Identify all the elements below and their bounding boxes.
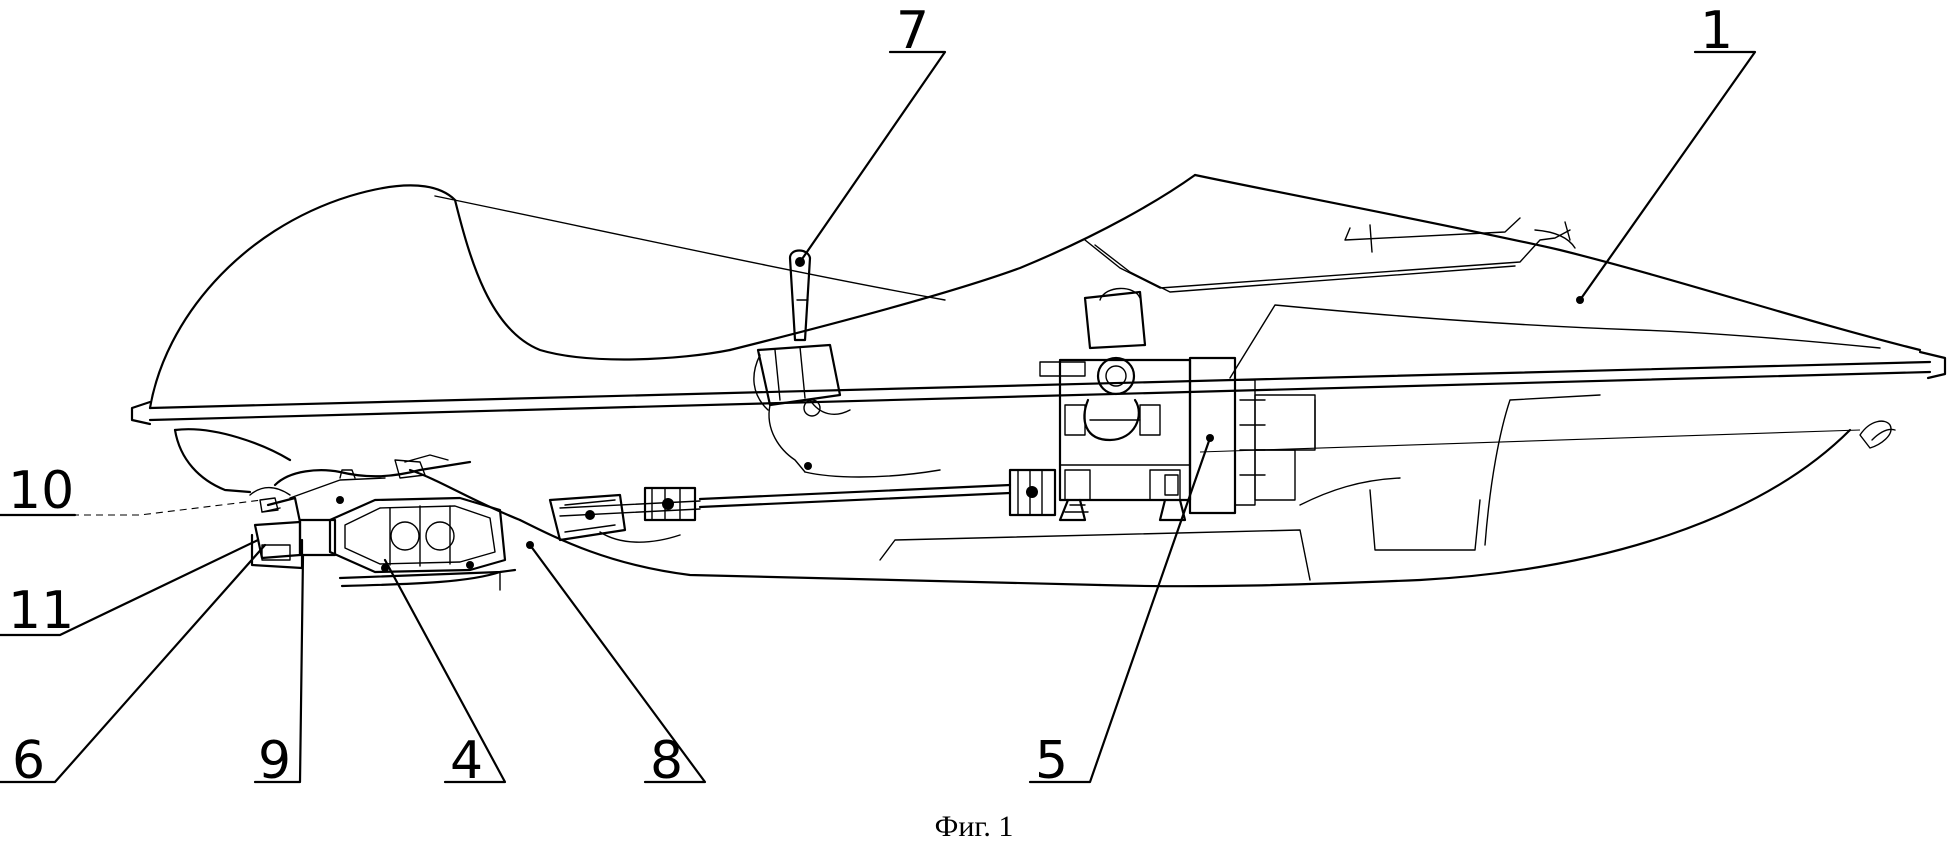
label-4: 4 [450, 731, 483, 791]
label-9: 9 [258, 731, 291, 791]
engine [1039, 287, 1316, 522]
label-7: 7 [896, 1, 929, 61]
jet-unit [249, 454, 517, 591]
hull [130, 173, 1947, 588]
leader-lines [0, 50, 1757, 784]
drive-shaft [548, 468, 1057, 543]
label-11: 11 [8, 581, 74, 641]
label-5: 5 [1035, 731, 1068, 791]
label-10: 10 [8, 461, 74, 521]
figure-caption: Фиг. 1 [935, 810, 1014, 843]
label-6: 6 [12, 731, 45, 791]
label-1: 1 [1700, 1, 1733, 61]
steering-mechanism [753, 249, 941, 478]
label-8: 8 [650, 731, 683, 791]
callout-labels: 1 7 5 8 4 9 6 11 10 [8, 1, 1733, 791]
